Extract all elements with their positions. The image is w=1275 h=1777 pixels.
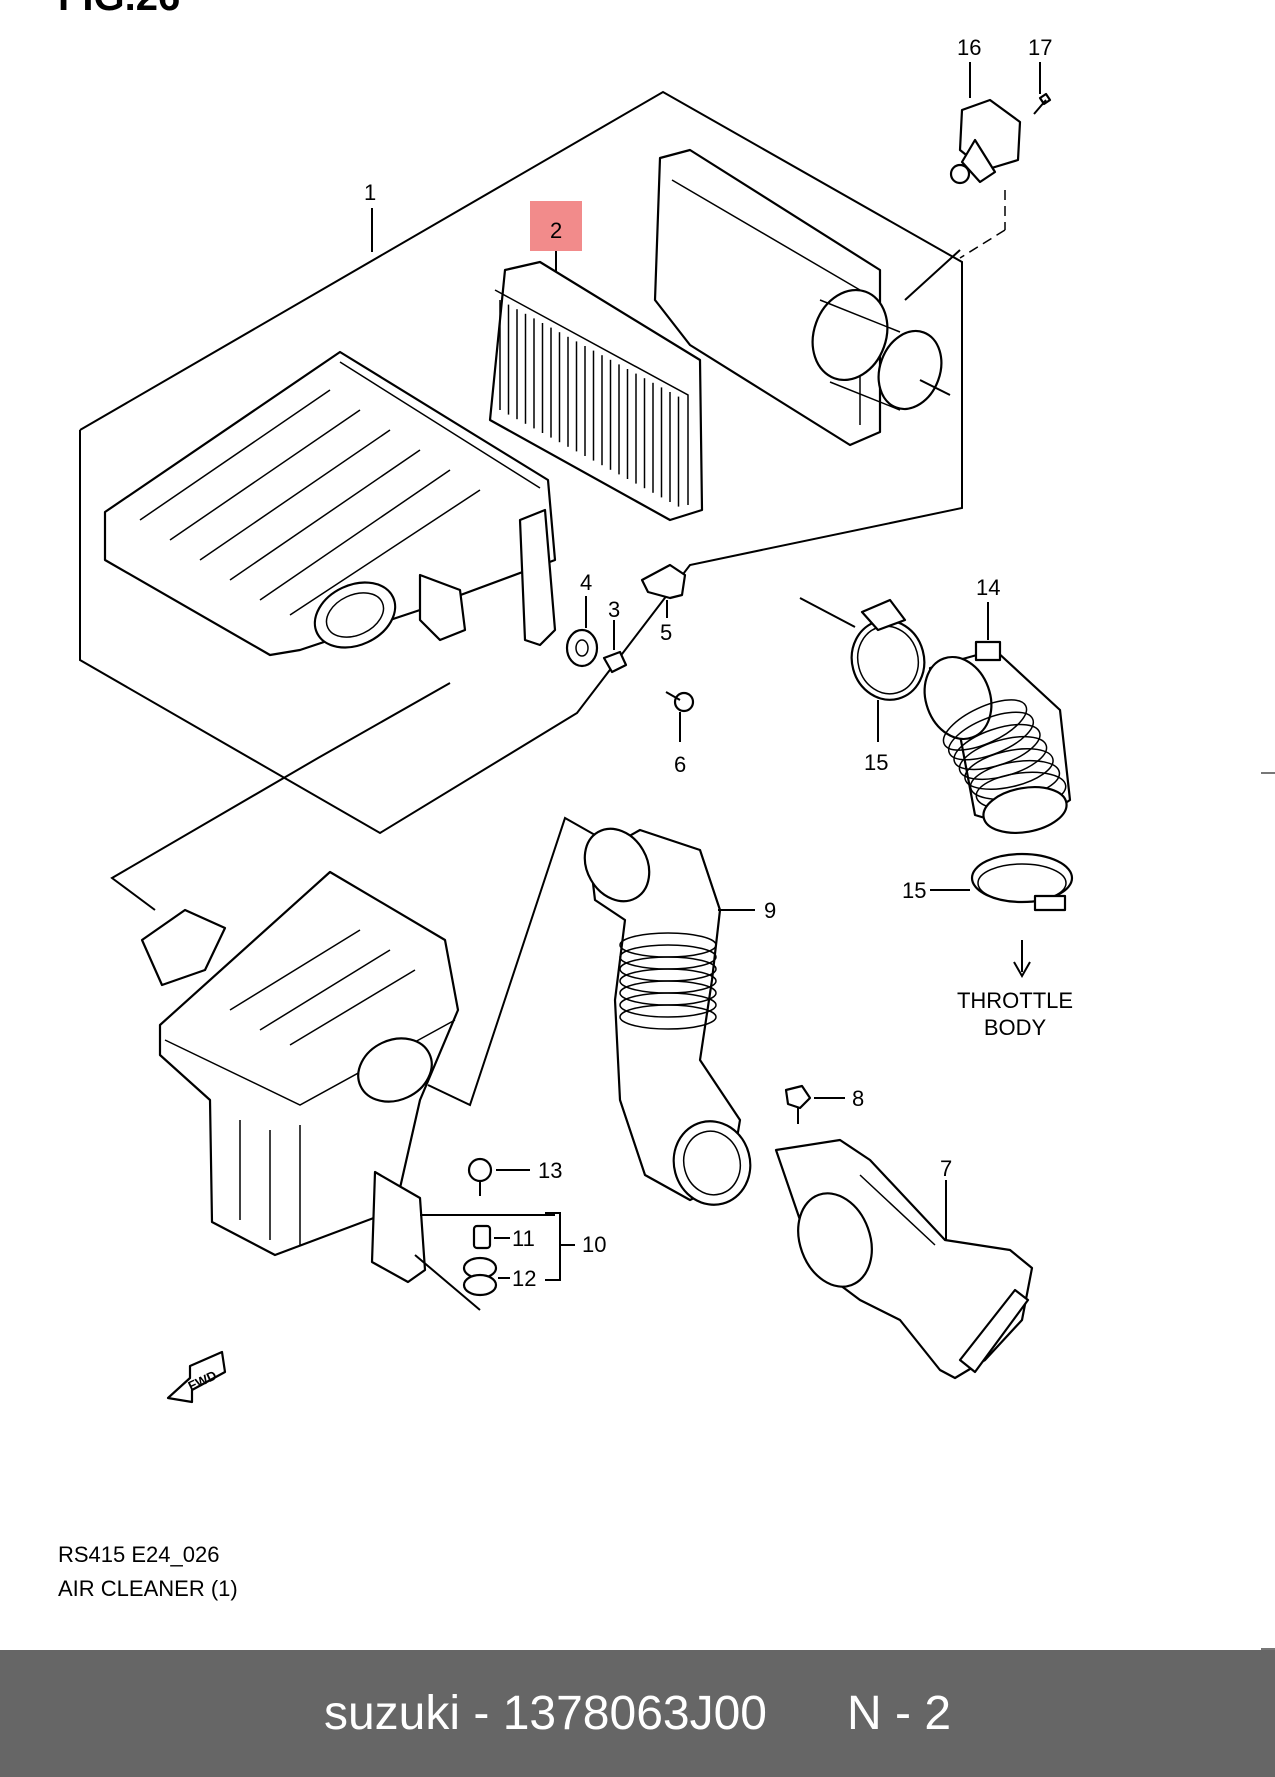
callout-15-upper[interactable]: 15 <box>864 750 888 775</box>
callout-11[interactable]: 11 <box>512 1226 535 1251</box>
intake-hose[interactable] <box>914 648 1072 839</box>
callout-15-lower[interactable]: 15 <box>902 878 926 903</box>
grommet[interactable] <box>565 628 599 668</box>
airflow-sensor[interactable] <box>949 98 1022 185</box>
hose-rib <box>942 699 1028 751</box>
hose-rib <box>619 1004 717 1030</box>
callout-1[interactable]: 1 <box>364 180 376 205</box>
air-inlet-duct[interactable] <box>774 1138 1034 1380</box>
callout-14[interactable]: 14 <box>976 575 1000 600</box>
drawing-name: AIR CLEANER (1) <box>58 1576 238 1601</box>
throttle-body-label-line1: THROTTLE <box>957 988 1073 1013</box>
callout-8[interactable]: 8 <box>852 1086 864 1111</box>
edge-tick-2 <box>1261 1648 1275 1650</box>
edge-tick-1 <box>1261 772 1275 774</box>
callout-6[interactable]: 6 <box>674 752 686 777</box>
hose-clamp-lower[interactable] <box>970 852 1074 912</box>
callout-labels: 1 2 3 4 5 6 7 8 9 10 11 12 13 14 15 15 1… <box>364 35 1052 1291</box>
callout-2-highlight[interactable] <box>530 201 582 251</box>
hose-rib <box>964 747 1054 791</box>
hose-rib <box>619 992 717 1018</box>
air-cleaner-outlet-hose[interactable] <box>572 817 760 1213</box>
sensor-screw[interactable] <box>1033 92 1052 115</box>
callout-5[interactable]: 5 <box>660 620 672 645</box>
part-number-footer: suzuki - 1378063J00 N - 2 <box>0 1650 1275 1777</box>
callout-10[interactable]: 10 <box>582 1232 606 1257</box>
callout-3[interactable]: 3 <box>608 597 620 622</box>
callout-7[interactable]: 7 <box>940 1156 952 1181</box>
air-cleaner-cap <box>653 148 961 447</box>
collar[interactable] <box>602 650 628 674</box>
callout-4[interactable]: 4 <box>580 570 592 595</box>
assembly-frame <box>79 90 963 835</box>
air-cleaner-case-upper <box>103 350 557 657</box>
throttle-body-label-line2: BODY <box>984 1015 1047 1040</box>
footer-count: N - 2 <box>847 1687 952 1740</box>
forward-direction-arrow: FWD <box>166 1350 227 1404</box>
grommet-12[interactable] <box>462 1256 498 1297</box>
bolt-8[interactable] <box>784 1084 812 1124</box>
air-filter-element[interactable] <box>488 260 704 522</box>
footer-part-number: 1378063J00 <box>502 1687 767 1740</box>
footer-brand: suzuki <box>323 1687 461 1740</box>
drawing-code: RS415 E24_026 <box>58 1542 219 1567</box>
clip[interactable] <box>640 563 687 600</box>
figure-title: FIG.26 <box>58 0 180 19</box>
callout-2[interactable]: 2 <box>550 218 562 243</box>
bolt-13[interactable] <box>467 1157 493 1196</box>
callout-9[interactable]: 9 <box>764 898 776 923</box>
parts-diagram: FIG.26 <box>58 0 1074 1601</box>
bolt-6[interactable] <box>665 691 695 713</box>
footer-separator: - <box>473 1687 490 1740</box>
collar-11[interactable] <box>472 1224 492 1250</box>
callout-13[interactable]: 13 <box>538 1158 562 1183</box>
hose-clamp-upper[interactable] <box>843 598 933 708</box>
air-cleaner-case-lower <box>140 870 460 1284</box>
callout-16[interactable]: 16 <box>957 35 981 60</box>
callout-12[interactable]: 12 <box>512 1266 536 1291</box>
callout-17[interactable]: 17 <box>1028 35 1052 60</box>
